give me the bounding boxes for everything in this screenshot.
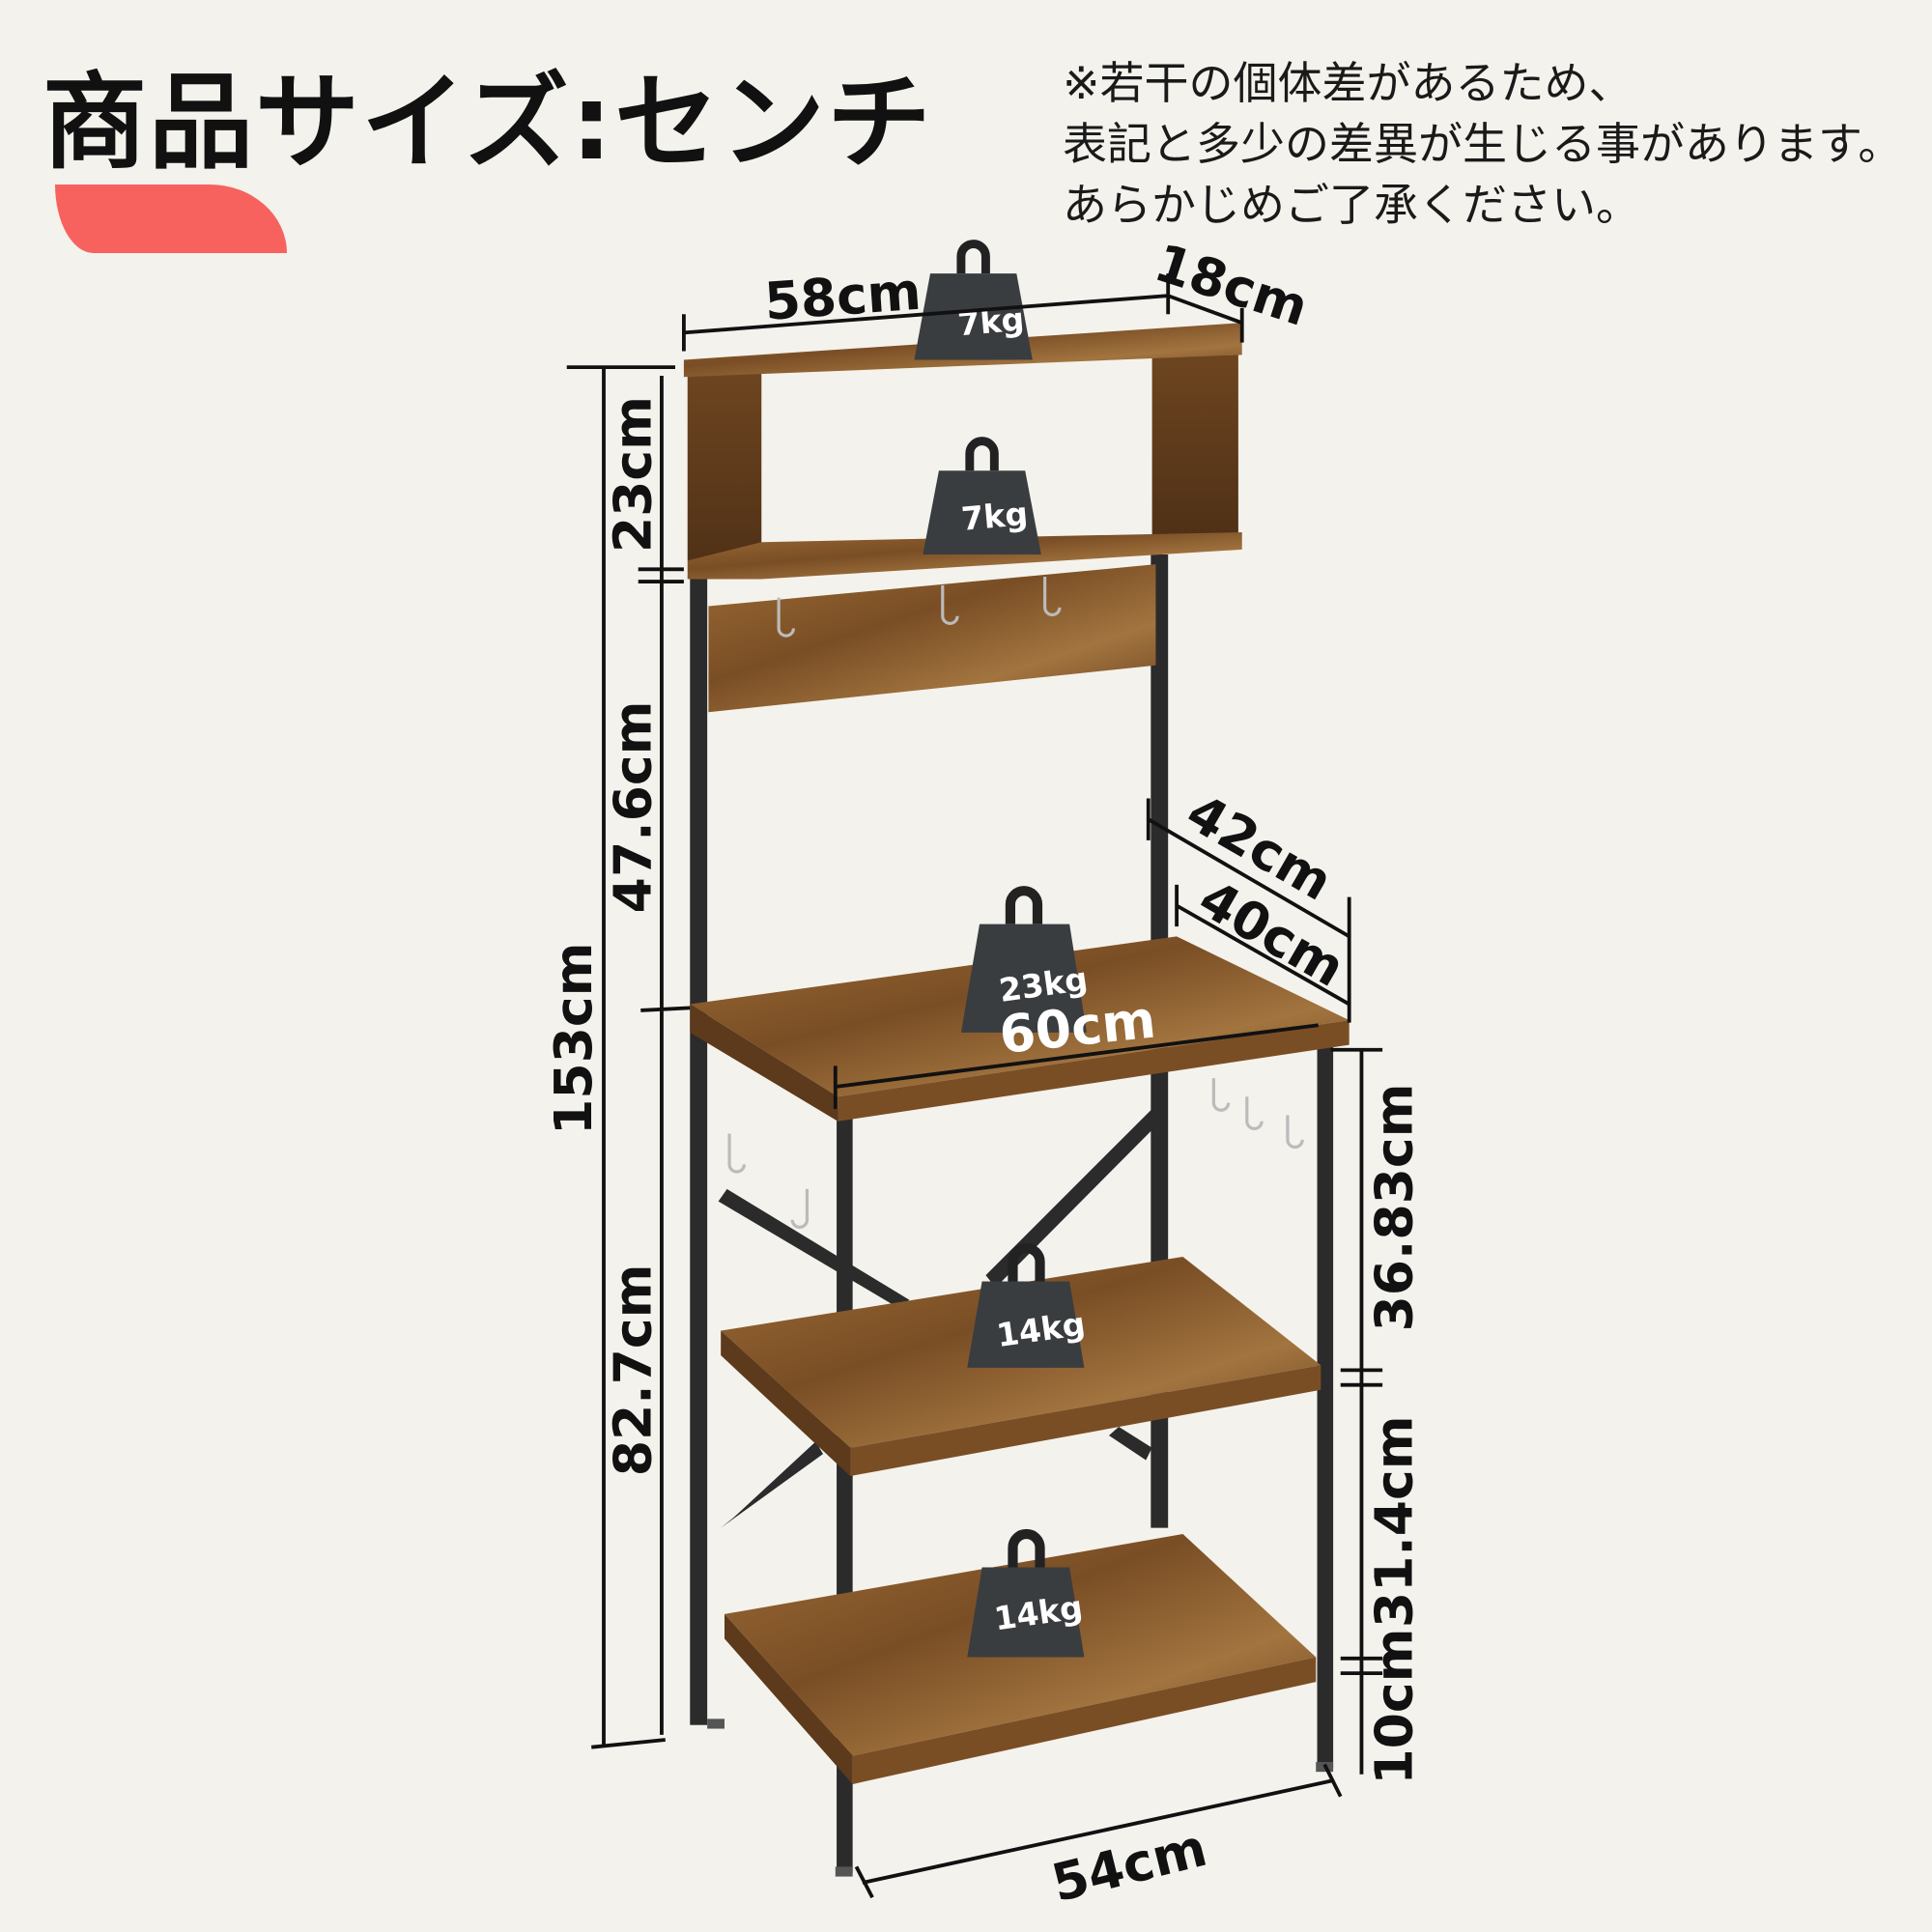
dim-top-width: 58cm	[762, 261, 923, 332]
svg-text:7kg: 7kg	[960, 495, 1030, 538]
disclaimer-note: ※若干の個体差があるため、 表記と多少の差異が生じる事があります。 あらかじめご…	[1063, 53, 1902, 236]
dimension-lines	[566, 273, 1383, 1899]
note-line: あらかじめご了承ください。	[1063, 179, 1640, 231]
dim-lower-height: 82.7cm	[602, 1264, 663, 1477]
dim-base-width: 54cm	[1046, 1817, 1213, 1914]
weight-icon-middle: 14kg	[967, 1243, 1088, 1368]
weight-icon-hutch: 7kg	[923, 437, 1041, 554]
note-line: ※若干の個体差があるため、	[1063, 57, 1634, 109]
note-line: 表記と多少の差異が生じる事があります。	[1063, 118, 1903, 170]
dim-total-height: 153cm	[543, 943, 604, 1135]
dim-floor-clearance: 10cm	[1364, 1629, 1425, 1785]
dim-top-depth: 18cm	[1148, 232, 1316, 338]
dim-shelf-gap-2: 31.4cm	[1364, 1415, 1425, 1628]
dim-shelf-gap-1: 36.83cm	[1364, 1084, 1425, 1332]
dim-hutch-height: 23cm	[602, 396, 663, 553]
accent-shape	[55, 185, 287, 253]
weight-icon-main: 23kg	[960, 886, 1090, 1033]
page-title: 商品サイズ:センチ	[43, 63, 933, 184]
hutch	[683, 323, 1304, 1229]
hooks	[727, 576, 1304, 1229]
weight-icon-top: 7kg	[914, 240, 1033, 360]
dim-upper-height: 47.6cm	[602, 701, 663, 914]
weight-icon-bottom: 14kg	[967, 1528, 1085, 1658]
